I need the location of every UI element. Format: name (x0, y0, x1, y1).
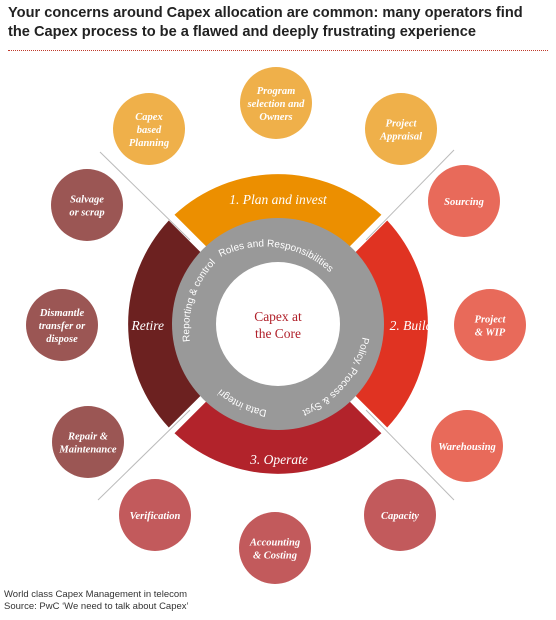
bubble-project-wip: Project & WIP (454, 289, 526, 361)
bubble-sourcing: Sourcing (428, 165, 500, 237)
bubble-label: & WIP (475, 328, 506, 339)
segment-label-operate: 3. Operate (249, 452, 308, 467)
bubble-label: transfer or (39, 321, 86, 332)
page-title: Your concerns around Capex allocation ar… (8, 5, 523, 40)
bubble-label: Maintenance (58, 445, 117, 456)
bubble-label: Program (257, 86, 296, 97)
bubble-label: Capex (135, 112, 162, 123)
bubble-circle (431, 410, 503, 482)
bubble-label: or scrap (69, 208, 104, 219)
bubble-circle (26, 289, 98, 361)
bubble-label: & Costing (253, 551, 297, 562)
bubble-circle (51, 169, 123, 241)
bubble-label: selection and (247, 99, 306, 110)
bubble-repair-maintenance: Repair & Maintenance (52, 406, 124, 478)
bubble-capacity: Capacity (364, 479, 436, 551)
segment-label-retire: 4. Retire (118, 318, 164, 333)
core-circle (216, 262, 340, 386)
bubble-circle (364, 479, 436, 551)
capex-lifecycle-diagram: Roles and Responsibilities Policy, Proce… (26, 67, 526, 584)
footer-line-2: Source: PwC ‘We need to talk about Capex… (4, 601, 189, 612)
core-label-line1: Capex at (254, 309, 302, 324)
bubble-circle (454, 289, 526, 361)
bubble-circle (113, 93, 185, 165)
bubble-circle (365, 93, 437, 165)
bubble-label: Dismantle (39, 308, 85, 319)
bubble-circle (428, 165, 500, 237)
bubble-label: Verification (130, 511, 181, 522)
bubble-label: Appraisal (379, 132, 422, 143)
source-footer: World class Capex Management in telecom … (4, 589, 404, 613)
bubble-label: Sourcing (444, 197, 484, 208)
bubble-label: Owners (259, 112, 292, 123)
segment-label-plan: 1. Plan and invest (229, 192, 328, 207)
bubble-label: based (137, 125, 162, 136)
core-label-line2: the Core (255, 326, 301, 341)
bubble-label: Accounting (249, 538, 300, 549)
bubble-accounting-costing: Accounting & Costing (239, 512, 311, 584)
bubble-label: dispose (46, 334, 78, 345)
title-divider (8, 50, 548, 51)
bubble-label: Repair & (67, 432, 109, 443)
bubble-circle (52, 406, 124, 478)
bubble-label: Planning (129, 138, 169, 149)
divider-line-sw (97, 409, 191, 501)
bubble-circle (239, 512, 311, 584)
bubble-dismantle: Dismantle transfer or dispose (26, 289, 98, 361)
bubble-label: Salvage (70, 195, 104, 206)
bubble-label: Warehousing (438, 442, 496, 453)
bubble-label: Project (386, 119, 418, 130)
divider-line-nw (99, 151, 191, 241)
bubble-salvage: Salvage or scrap (51, 169, 123, 241)
bubble-circle (240, 67, 312, 139)
bubble-warehousing: Warehousing (431, 410, 503, 482)
divider-line-ne (365, 149, 455, 241)
bubble-label: Project (475, 315, 507, 326)
bubble-label: Capacity (381, 511, 419, 522)
segment-label-build: 2. Build (390, 318, 433, 333)
bubble-verification: Verification (119, 479, 191, 551)
footer-line-1: World class Capex Management in telecom (4, 589, 188, 600)
bubble-circle (119, 479, 191, 551)
divider-line-se (365, 409, 455, 501)
